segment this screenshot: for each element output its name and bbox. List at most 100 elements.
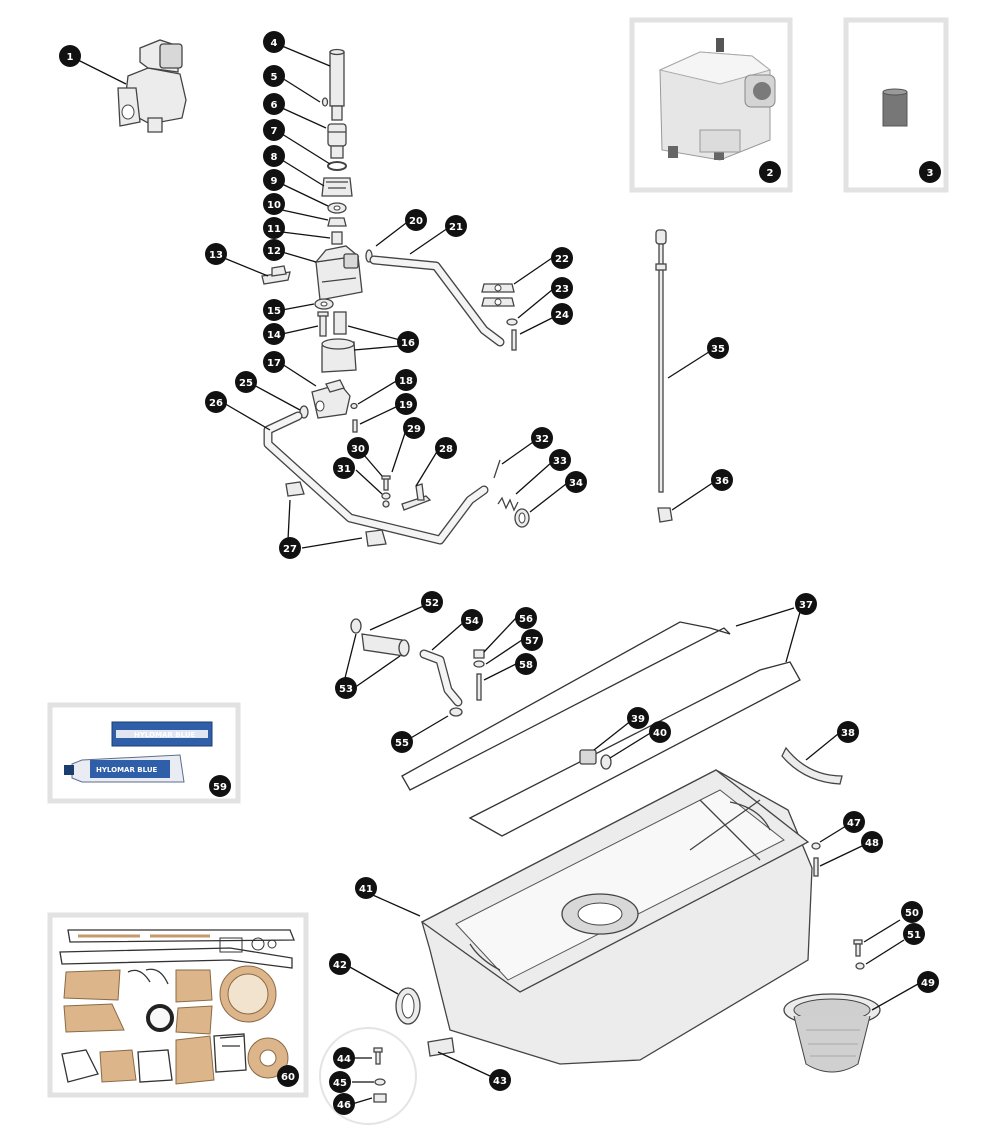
svg-text:45: 45 [333,1078,347,1089]
washer-small-icon [350,402,358,410]
callout-11: 11 [263,217,285,239]
svg-text:58: 58 [519,660,533,671]
elbow-pipe-icon [419,649,463,707]
callout-27: 27 [279,537,301,559]
pump-gear-icon [321,177,353,197]
photo-bush-inset [843,17,949,193]
drive-spindle-icon [329,48,345,121]
svg-text:46: 46 [337,1100,351,1111]
svg-text:37: 37 [799,600,813,611]
svg-text:14: 14 [267,330,281,341]
flange-gasket-icon [481,283,515,307]
svg-text:23: 23 [555,284,569,295]
key-icon [321,97,329,107]
setscrew-icon [511,329,517,351]
svg-text:2: 2 [767,168,774,179]
hose-pipe-icon [361,633,410,657]
svg-text:57: 57 [525,636,539,647]
spring-washer-icon [506,318,518,326]
callout-51: 51 [903,923,925,945]
bolt-48-icon [813,857,819,877]
svg-text:47: 47 [847,818,861,829]
pump-body-icon [314,245,363,301]
callout-37: 37 [795,593,817,615]
oil-sump-icon [420,769,813,1065]
bracket-icon [261,265,291,285]
callout-10: 10 [263,193,285,215]
callout-32: 32 [531,427,553,449]
svg-text:48: 48 [865,838,879,849]
fixings-detail-icon [319,1027,417,1125]
callout-50: 50 [901,901,923,923]
oil-pump-photo-icon [658,38,776,161]
callout-18: 18 [395,369,417,391]
stud-58-icon [476,673,482,701]
callout-53: 53 [335,677,357,699]
drain-plug-icon [579,749,612,770]
callout-31: 31 [333,457,355,479]
ring-55-icon [449,707,463,717]
svg-text:60: 60 [281,1072,295,1083]
sealant-tube-icon: HYLOMAR BLUE HYLOMAR BLUE [64,721,213,783]
bearing-seal-icon [781,746,843,785]
seal-ring-42-icon [395,987,421,1025]
callout-5: 5 [263,65,285,87]
callout-16: 16 [397,331,419,353]
callout-28: 28 [435,437,457,459]
svg-text:15: 15 [267,306,281,317]
svg-text:40: 40 [653,728,667,739]
callout-23: 23 [551,277,573,299]
svg-text:52: 52 [425,598,439,609]
callout-21: 21 [445,215,467,237]
callout-43: 43 [489,1069,511,1091]
callout-56: 56 [515,607,537,629]
svg-text:19: 19 [399,400,413,411]
svg-text:41: 41 [359,884,373,895]
svg-text:50: 50 [905,908,919,919]
callout-15: 15 [263,299,285,321]
callout-59: 59 [209,775,231,797]
sump-bracket-icon [427,1037,455,1057]
callout-4: 4 [263,31,285,53]
svg-text:30: 30 [351,444,365,455]
svg-text:3: 3 [927,168,934,179]
svg-text:28: 28 [439,444,453,455]
svg-text:56: 56 [519,614,533,625]
callout-34: 34 [565,471,587,493]
tube-top-label: HYLOMAR BLUE [134,731,196,739]
callout-60: 60 [277,1065,299,1087]
svg-text:43: 43 [493,1076,507,1087]
screw-icon [352,419,358,433]
svg-text:5: 5 [271,72,278,83]
svg-text:35: 35 [711,344,725,355]
callout-38: 38 [837,721,859,743]
bolt-50-icon [853,939,863,957]
svg-text:12: 12 [267,246,281,257]
callout-57: 57 [521,629,543,651]
callout-47: 47 [843,811,865,833]
delivery-pipe-icon [369,255,505,347]
callout-58: 58 [515,653,537,675]
svg-text:38: 38 [841,728,855,739]
svg-text:34: 34 [569,478,583,489]
svg-text:20: 20 [409,216,423,227]
callout-45: 45 [329,1071,351,1093]
svg-text:44: 44 [337,1054,351,1065]
svg-text:54: 54 [465,616,479,627]
svg-text:36: 36 [715,476,729,487]
callout-22: 22 [551,247,573,269]
strainer-icon [783,993,881,1073]
svg-text:22: 22 [555,254,569,265]
svg-text:1: 1 [67,52,74,63]
callout-48: 48 [861,831,883,853]
callout-42: 42 [329,953,351,975]
leader-lines [77,45,919,1105]
svg-text:8: 8 [271,152,278,163]
nut-icon [327,217,347,227]
callout-8: 8 [263,145,285,167]
svg-text:11: 11 [267,224,281,235]
end-cap-icon [514,508,530,528]
callout-14: 14 [263,323,285,345]
callout-44: 44 [333,1047,355,1069]
